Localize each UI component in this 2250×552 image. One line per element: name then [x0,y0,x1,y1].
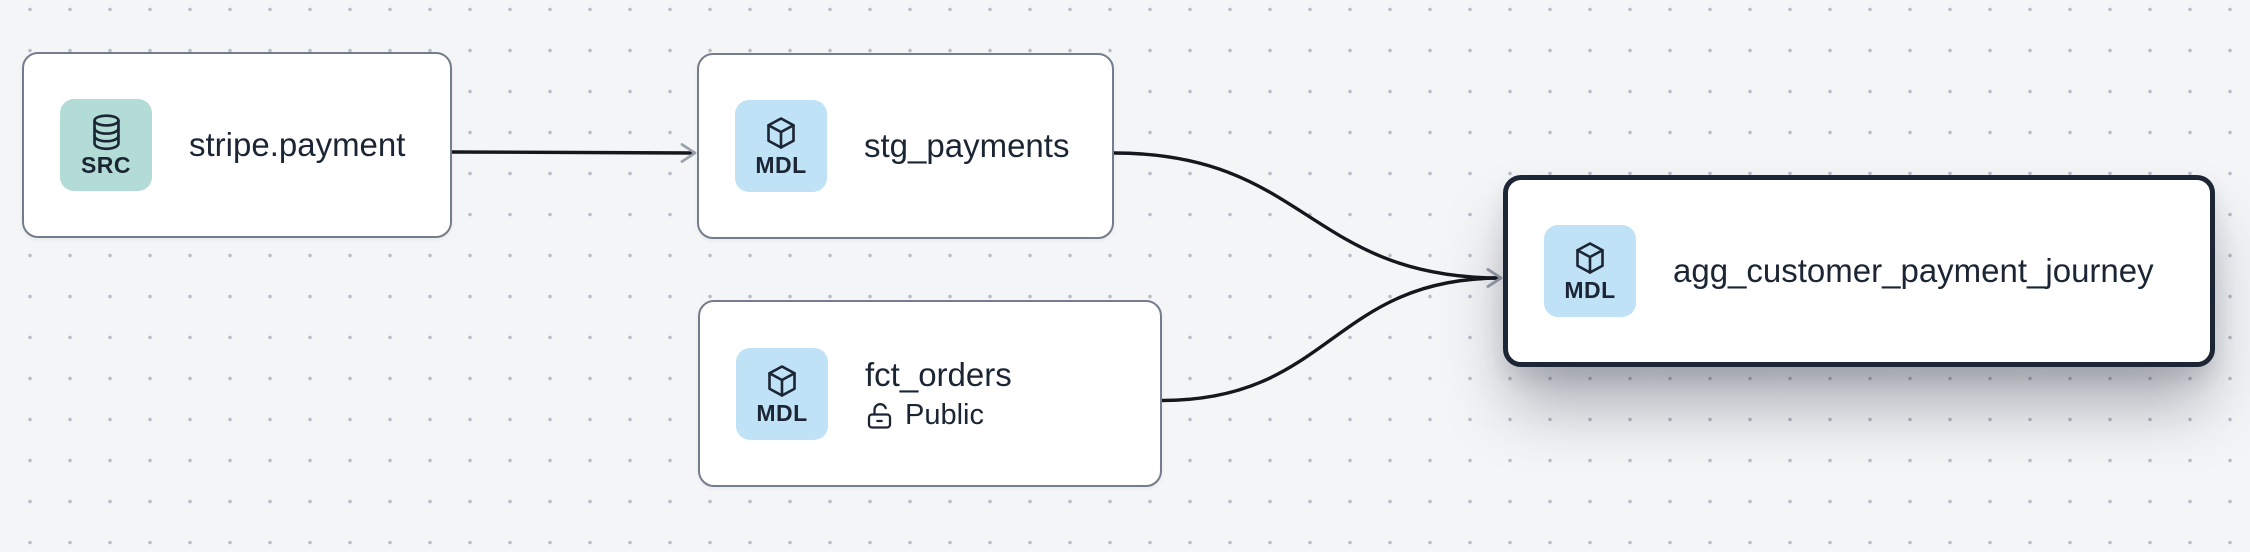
node-title: stripe.payment [189,125,406,163]
lineage-edge [451,150,696,155]
edge-arrowhead-icon [680,143,697,163]
node-text: fct_orders Public [865,355,1012,432]
node-text: stripe.payment [189,125,405,165]
node-type-badge: MDL [1544,225,1636,317]
lineage-node-fct-orders[interactable]: MDL fct_orders Public [698,300,1162,487]
edge-arrowhead-icon [1486,268,1503,288]
node-type-badge: MDL [736,347,828,440]
node-title: stg_payments [864,126,1070,164]
node-text: agg_customer_payment_journey [1673,251,2154,291]
database-icon [91,113,122,151]
lock-open-icon [865,401,895,431]
lineage-node-stg-payments[interactable]: MDL stg_payments [697,53,1114,239]
node-type-label: MDL [756,399,808,426]
node-text: stg_payments [864,126,1069,166]
lineage-node-stripe-payment[interactable]: SRC stripe.payment [22,52,452,238]
node-type-label: MDL [1564,277,1616,303]
node-title: agg_customer_payment_journey [1673,251,2154,289]
node-type-badge: MDL [735,100,827,192]
node-access-label: Public [905,399,984,432]
node-type-label: MDL [755,152,807,178]
lineage-edge [1113,151,1502,280]
node-access-row: Public [865,399,1012,432]
cube-icon [763,115,799,151]
node-type-label: SRC [80,151,132,178]
lineage-edge [1161,276,1502,403]
node-title: fct_orders [865,355,1012,393]
edge-arrowhead-icon [1486,268,1503,288]
cube-icon [1572,240,1608,276]
lineage-node-agg-customer-payment-journey[interactable]: MDL agg_customer_payment_journey [1503,175,2215,367]
cube-icon [764,363,800,399]
node-type-badge: SRC [60,99,152,191]
